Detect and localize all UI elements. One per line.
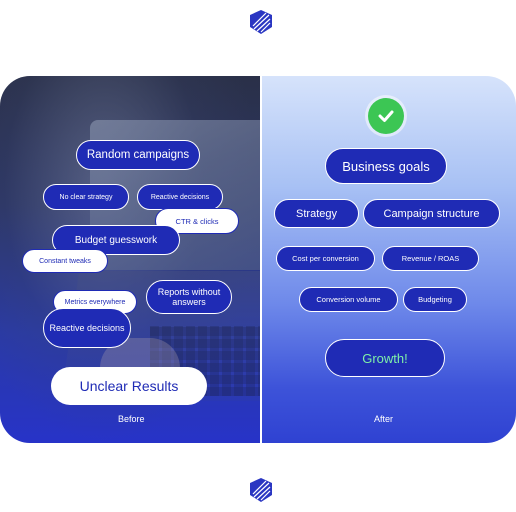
after-tag-business-goals: Business goals xyxy=(325,148,447,184)
before-tag-constant-tweaks: Constant tweaks xyxy=(22,249,108,273)
brand-logo-icon-bottom xyxy=(250,478,272,502)
unclear-results-badge: Unclear Results xyxy=(51,367,207,405)
before-tag-reactive-decisions-top: Reactive decisions xyxy=(137,184,223,210)
after-tag-conversion-volume: Conversion volume xyxy=(299,287,398,312)
after-tag-revenue-roas: Revenue / ROAS xyxy=(382,246,479,271)
after-tag-cost-per-conversion: Cost per conversion xyxy=(276,246,375,271)
after-caption: After xyxy=(374,414,394,424)
before-tag-reactive-decisions-bottom: Reactive decisions xyxy=(43,308,131,348)
before-caption: Before xyxy=(118,414,145,424)
before-tag-random-campaigns: Random campaigns xyxy=(76,140,200,170)
check-icon xyxy=(368,98,404,134)
before-tag-no-clear-strategy: No clear strategy xyxy=(43,184,129,210)
after-tag-budgeting: Budgeting xyxy=(403,287,467,312)
after-tag-campaign-structure: Campaign structure xyxy=(363,199,500,228)
before-tag-reports-without-answers: Reports without answers xyxy=(146,280,232,314)
growth-badge: Growth! xyxy=(325,339,445,377)
brand-logo-icon xyxy=(250,10,272,34)
panel-divider xyxy=(260,76,262,443)
after-tag-strategy: Strategy xyxy=(274,199,359,228)
